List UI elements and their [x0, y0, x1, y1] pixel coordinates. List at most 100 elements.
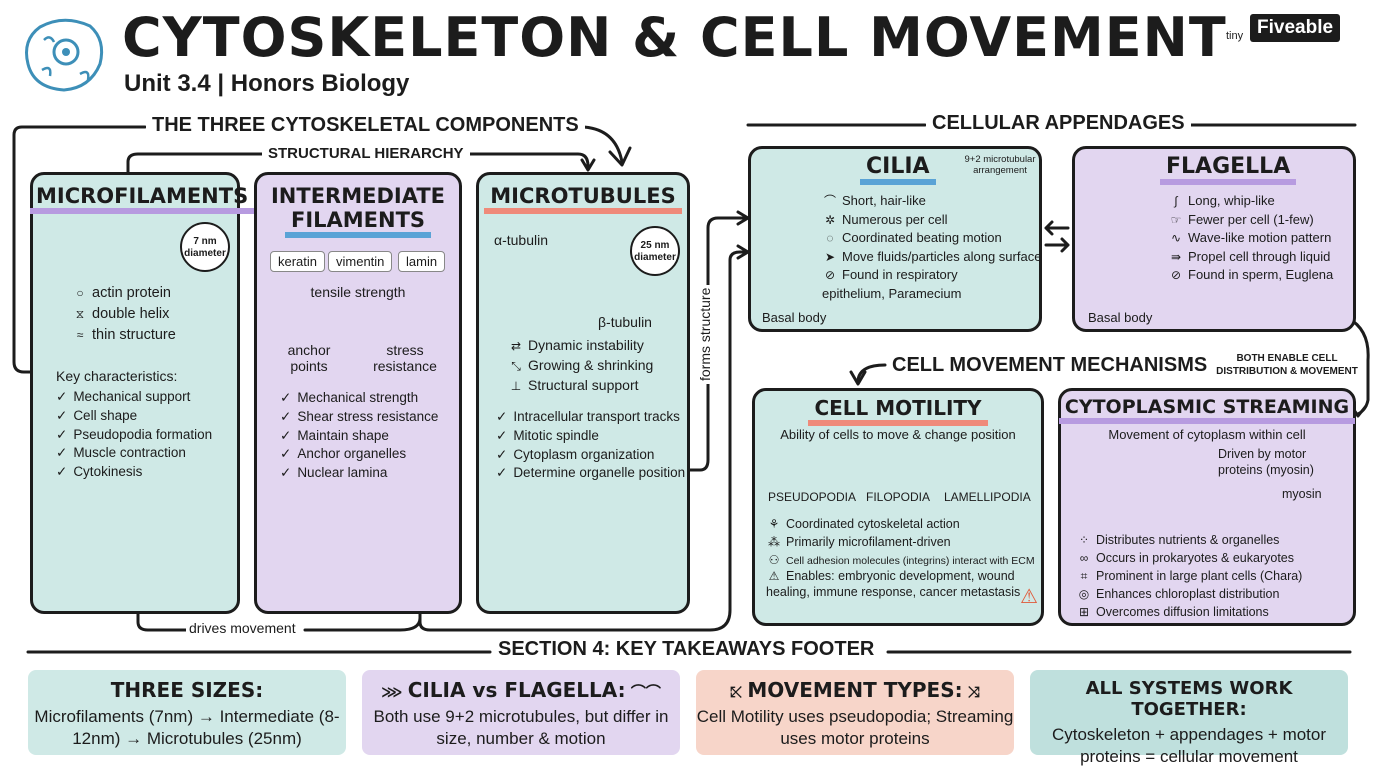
list-item: ➤Move fluids/particles along surface	[824, 248, 1042, 264]
list-item: ⁂Primarily microfilament-driven	[768, 535, 951, 549]
drives-movement-line	[136, 610, 188, 632]
list-item: Cytoplasm organization	[496, 446, 685, 465]
cell-motility-enables: ⚠Enables: embryonic development, wound h…	[766, 569, 1021, 599]
footer-text: Both use 9+2 microtubules, but differ in…	[373, 707, 669, 748]
list-item: Nuclear lamina	[280, 464, 438, 483]
list-item: ✲Numerous per cell	[824, 211, 948, 227]
forms-structure-label: forms structure	[697, 284, 713, 384]
list-item: Intracellular transport tracks	[496, 408, 685, 427]
microtubule-features: ⇄Dynamic instability ⤡Growing & shrinkin…	[508, 336, 654, 395]
flagella-features: ∫Long, whip-like ☞Fewer per cell (1-few)…	[1168, 192, 1334, 285]
cilia-features: ⌒Short, hair-like ✲Numerous per cell ◌Co…	[822, 192, 1041, 303]
list-item: ⤡Growing & shrinking	[511, 356, 654, 373]
footer-title: ⤪ MOVEMENT TYPES: ⤨	[730, 678, 980, 702]
footer-section-title: SECTION 4: KEY TAKEAWAYS FOOTER	[498, 638, 875, 660]
footer-three-sizes: THREE SIZES: Microfilaments (7nm) → Inte…	[28, 670, 346, 755]
list-item: ⌒Short, hair-like	[823, 193, 926, 208]
intermediate-characteristics: Mechanical strength Shear stress resista…	[280, 389, 438, 483]
list-item: Cytokinesis	[56, 463, 212, 482]
lamellipodia-label: LAMELLIPODIA	[944, 490, 1031, 504]
cell-motility-panel	[752, 388, 1044, 626]
motor-proteins-label: Driven by motor proteins (myosin)	[1218, 447, 1314, 477]
microtubule-characteristics: Intracellular transport tracks Mitotic s…	[496, 408, 685, 483]
myosin-label: myosin	[1282, 487, 1322, 501]
logo-alt-text: tiny	[1226, 30, 1244, 42]
list-item: ⁘Distributes nutrients & organelles	[1078, 533, 1280, 547]
vimentin-tag: vimentin	[328, 251, 393, 272]
list-item: ◎Enhances chloroplast distribution	[1078, 587, 1280, 601]
appendages-section-title: CELLULAR APPENDAGES	[926, 112, 1191, 135]
cytoplasmic-streaming-title: CYTOPLASMIC STREAMING	[1058, 396, 1356, 424]
stress-resistance-label: stress resistance	[373, 342, 437, 374]
footer-text: Cell Motility uses pseudopodia; Streamin…	[696, 707, 1014, 748]
page-subtitle: Unit 3.4 | Honors Biology	[124, 70, 410, 97]
list-item: ○actin protein	[76, 285, 171, 301]
intermediate-filaments-title: INTERMEDIATE FILAMENTS	[254, 184, 462, 238]
list-item: Mitotic spindle	[496, 427, 685, 446]
cilia-panel	[748, 146, 1042, 332]
keratin-tag: keratin	[270, 251, 326, 272]
pseudopodia-label: PSEUDOPODIA	[768, 490, 857, 504]
list-item: ∫Long, whip-like	[1174, 193, 1275, 208]
alpha-tubulin-label: α-tubulin	[494, 232, 549, 248]
cell-logo-icon	[20, 12, 108, 94]
list-item: ⌗Prominent in large plant cells (Chara)	[1080, 569, 1303, 583]
list-item: ≈thin structure	[76, 327, 176, 343]
fiveable-logo[interactable]: Fiveable	[1250, 14, 1341, 42]
components-section-title: THE THREE CYTOSKELETAL COMPONENTS	[146, 114, 585, 137]
cell-motility-features: ⚘Coordinated cytoskeletal action ⁂Primar…	[766, 515, 1035, 570]
flagella-panel	[1072, 146, 1356, 332]
cilia-title: CILIA	[860, 154, 936, 185]
list-item: Determine organelle position	[496, 464, 685, 483]
footer-movement-types: ⤪ MOVEMENT TYPES: ⤨ Cell Motility uses p…	[696, 670, 1014, 755]
microtubule-diameter-badge: 25 nm diameter	[630, 226, 680, 276]
microtubules-title: MICROTUBULES	[476, 184, 690, 214]
cytoplasmic-streaming-panel	[1058, 388, 1356, 626]
footer-title: THREE SIZES:	[110, 678, 264, 702]
list-item: Anchor organelles	[280, 445, 438, 464]
list-item: ◌Coordinated beating motion	[826, 230, 1002, 245]
beta-tubulin-label: β-tubulin	[598, 314, 652, 330]
hierarchy-right	[454, 152, 590, 168]
list-item: Cell shape	[56, 407, 212, 426]
key-characteristics-label: Key characteristics:	[56, 368, 178, 384]
page-title: CYTOSKELETON & CELL MOVEMENT	[122, 6, 1227, 69]
tensile-strength-label: tensile strength	[310, 284, 406, 300]
anchor-points-label: anchor points	[287, 342, 331, 374]
list-item: Mechanical support	[56, 388, 212, 407]
hierarchy-left	[126, 152, 264, 174]
list-item: ∿Wave-like motion pattern	[1170, 230, 1332, 245]
filopodia-label: FILOPODIA	[866, 490, 931, 504]
mechanisms-section-title: CELL MOVEMENT MECHANISMS	[888, 354, 1212, 377]
flagella-basal-body-label: Basal body	[1088, 310, 1153, 325]
list-item: Shear stress resistance	[280, 408, 438, 427]
footer-title: ALL SYSTEMS WORK TOGETHER:	[1085, 678, 1293, 720]
footer-systems-together: ALL SYSTEMS WORK TOGETHER: Cytoskeleton …	[1030, 670, 1348, 766]
flagella-title: FLAGELLA	[1160, 154, 1297, 185]
cell-motility-title: CELL MOTILITY	[752, 396, 1044, 426]
list-item: ⧖double helix	[75, 306, 170, 322]
drives-movement-label: drives movement	[186, 620, 299, 636]
hierarchy-label: STRUCTURAL HIERARCHY	[262, 145, 470, 162]
list-item: ⚇Cell adhesion molecules (integrins) int…	[768, 553, 1035, 567]
microfilament-features: ○actin protein ⧖double helix ≈thin struc…	[72, 283, 176, 346]
list-item: ⇛Propel cell through liquid	[1170, 248, 1331, 264]
list-item: Muscle contraction	[56, 444, 212, 463]
footer-text: Microfilaments (7nm) → Intermediate (8-1…	[34, 707, 340, 748]
list-item: ∞Occurs in prokaryotes & eukaryotes	[1079, 551, 1294, 565]
list-item: Mechanical strength	[280, 389, 438, 408]
microfilament-characteristics: Mechanical support Cell shape Pseudopodi…	[56, 388, 212, 482]
both-enable-label: BOTH ENABLE CELL DISTRIBUTION & MOVEMENT	[1216, 353, 1358, 377]
lamin-tag: lamin	[398, 251, 446, 272]
footer-cilia-flagella: ⋙ CILIA vs FLAGELLA: ⌒⌒ Both use 9+2 mic…	[362, 670, 680, 755]
footer-text: Cytoskeleton + appendages + motor protei…	[1051, 725, 1327, 766]
streaming-features: ⁘Distributes nutrients & organelles ∞Occ…	[1076, 531, 1303, 621]
cilia-arrangement-label: 9+2 microtubular arrangement	[964, 154, 1036, 176]
warning-icon: ⚠	[1020, 586, 1038, 608]
microfilaments-title: MICROFILAMENTS	[30, 184, 255, 214]
list-item: ⊥Structural support	[510, 376, 639, 393]
list-item: ⚘Coordinated cytoskeletal action	[768, 517, 960, 531]
list-item: ☞Fewer per cell (1-few)	[1170, 211, 1314, 227]
cilia-basal-body-label: Basal body	[762, 310, 827, 325]
list-item: Maintain shape	[280, 427, 438, 446]
